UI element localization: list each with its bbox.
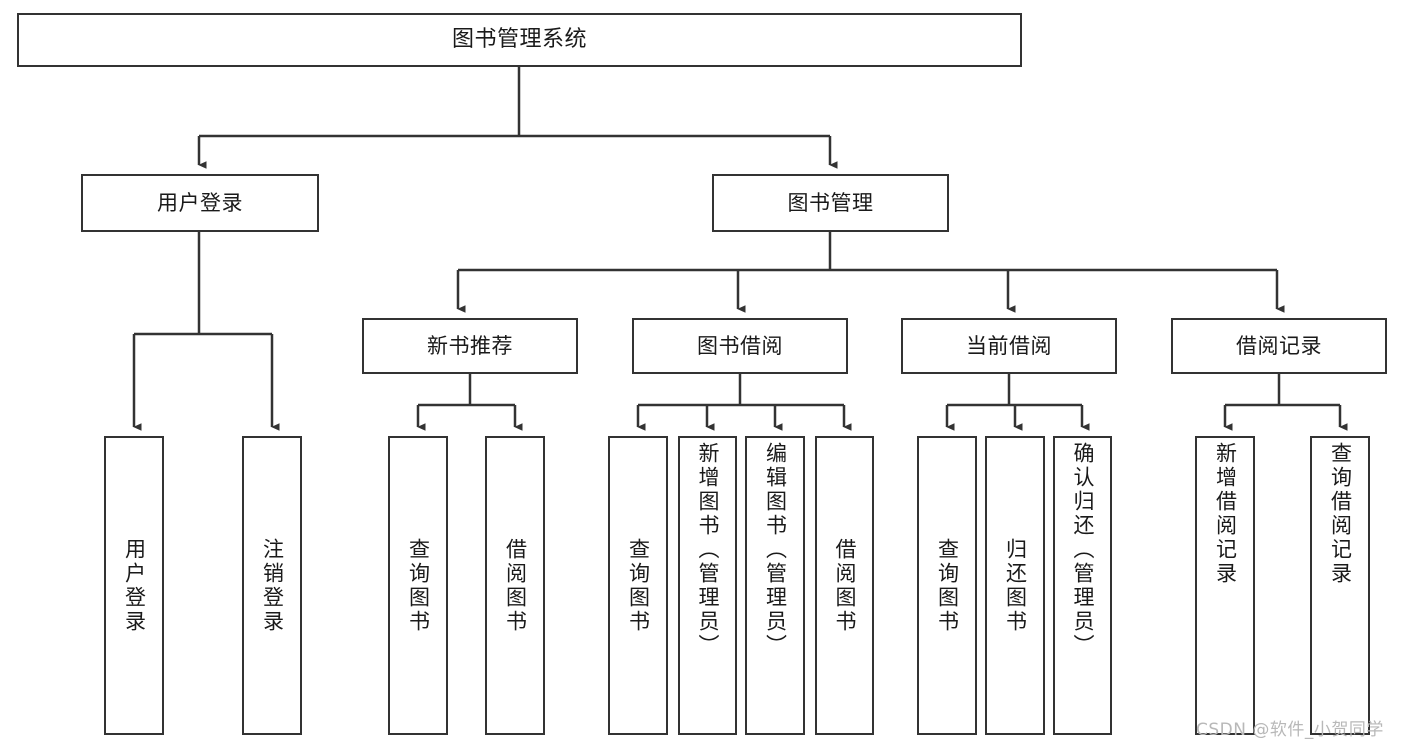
node-root[interactable]: 图书管理系统 [17,13,1022,67]
node-leaf-borrow-book-2[interactable]: 借阅图书 [815,436,874,735]
node-label: 借阅记录 [1236,333,1322,358]
node-leaf-borrow-book-1[interactable]: 借阅图书 [485,436,545,735]
node-leaf-add-book[interactable]: 新增图书（管理员） [678,436,737,735]
node-label: 图书管理 [787,190,874,215]
node-book-borrow[interactable]: 图书借阅 [632,318,848,374]
csdn-watermark: CSDN @软件_小贺同学 [1196,720,1384,740]
node-label: 查询图书 [935,537,960,634]
node-label: 图书管理系统 [451,27,587,53]
node-leaf-query-book-3[interactable]: 查询图书 [917,436,977,735]
node-book-manage[interactable]: 图书管理 [712,174,949,232]
node-leaf-confirm-return[interactable]: 确认归还（管理员） [1053,436,1112,735]
node-label: 新书推荐 [427,333,513,358]
node-label: 查询图书 [626,537,651,634]
node-label: 图书借阅 [697,333,783,358]
node-label: 借阅图书 [833,537,857,634]
node-user-login[interactable]: 用户登录 [81,174,319,232]
node-leaf-edit-book[interactable]: 编辑图书（管理员） [745,436,805,735]
node-label: 借阅图书 [503,537,528,634]
node-label: 编辑图书（管理员） [763,442,788,658]
node-current-borrow[interactable]: 当前借阅 [901,318,1117,374]
node-leaf-query-book-1[interactable]: 查询图书 [388,436,448,735]
node-leaf-query-book-2[interactable]: 查询图书 [608,436,668,735]
node-leaf-query-record[interactable]: 查询借阅记录 [1310,436,1370,735]
node-label: 当前借阅 [966,333,1052,358]
node-new-book-recommend[interactable]: 新书推荐 [362,318,578,374]
node-leaf-return-book[interactable]: 归还图书 [985,436,1045,735]
node-leaf-user-login[interactable]: 用户登录 [104,436,164,735]
node-label: 查询借阅记录 [1328,442,1353,586]
node-label: 归还图书 [1003,537,1028,634]
node-leaf-user-logout[interactable]: 注销登录 [242,436,302,735]
node-label: 新增借阅记录 [1213,442,1238,586]
node-label: 注销登录 [260,537,285,634]
node-label: 确认归还（管理员） [1071,442,1095,658]
node-label: 查询图书 [406,537,431,634]
node-borrow-record[interactable]: 借阅记录 [1171,318,1387,374]
node-label: 用户登录 [122,537,147,634]
node-label: 新增图书（管理员） [696,442,720,658]
node-leaf-add-record[interactable]: 新增借阅记录 [1195,436,1255,735]
node-label: 用户登录 [157,190,243,215]
